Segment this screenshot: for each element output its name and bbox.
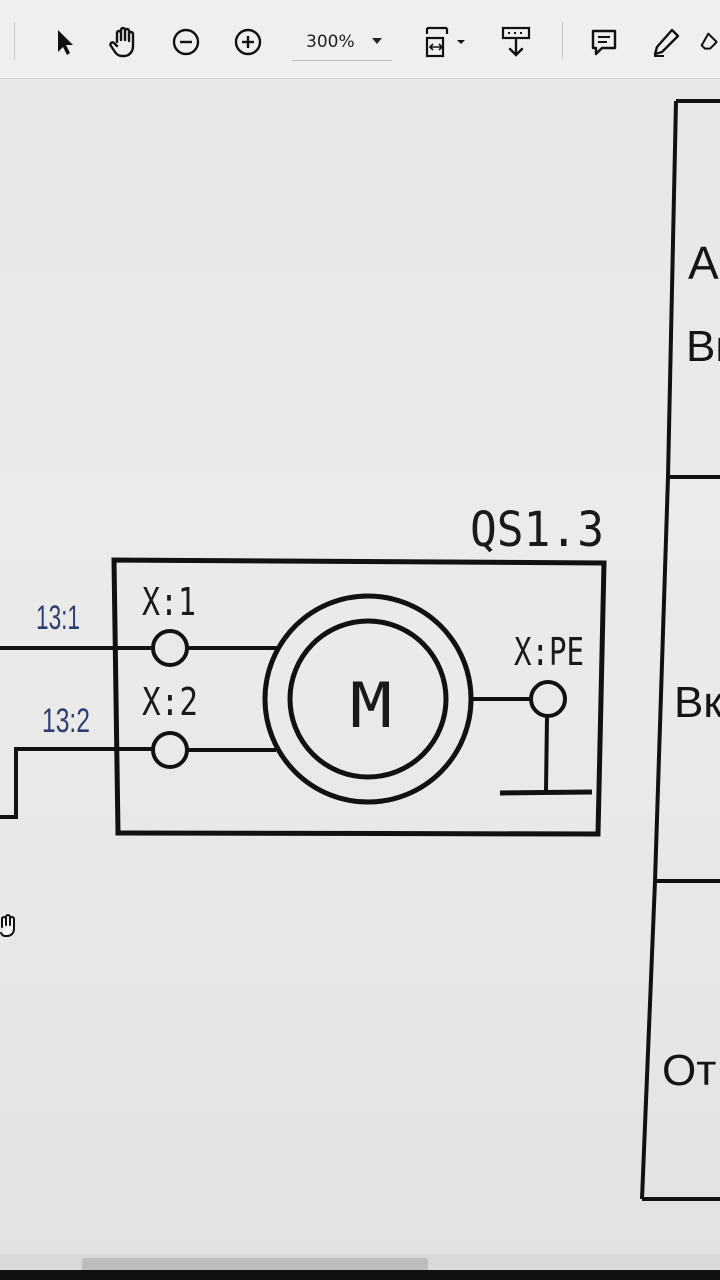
- document-view[interactable]: А Вы Вк От QS1.3 13:1 13:2 X:1 X:2: [0, 79, 720, 1254]
- hand-cursor-icon: [0, 914, 15, 937]
- ground-stem: [544, 715, 549, 792]
- plus-circle-icon: [234, 28, 262, 56]
- hand-tool-button[interactable]: [104, 20, 144, 64]
- terminal-xpe: [529, 680, 567, 718]
- wire-13-2: [0, 747, 152, 819]
- comment-icon: [591, 29, 617, 56]
- side-table-cell-1: А: [688, 237, 719, 289]
- eraser-icon: [700, 32, 718, 50]
- hand-icon: [109, 26, 135, 58]
- pen-icon: [653, 28, 680, 57]
- comment-button[interactable]: [584, 20, 624, 64]
- terminal-label-x1: X:1: [142, 580, 196, 624]
- pointer-arrow-icon: [58, 30, 73, 55]
- zoom-in-button[interactable]: [228, 20, 268, 64]
- highlight-button[interactable]: [646, 20, 686, 64]
- scrollbar-thumb[interactable]: [82, 1258, 428, 1272]
- scroll-mode-button[interactable]: [496, 20, 536, 64]
- screen-bezel: [0, 1270, 720, 1280]
- terminal-x2: [151, 731, 189, 769]
- component-reference: QS1.3: [470, 502, 604, 558]
- zoom-level-dropdown[interactable]: 300%: [292, 24, 392, 61]
- page-fit-icon: [425, 26, 465, 58]
- side-table-cell-2: Вы: [686, 322, 720, 371]
- terminal-label-xpe: X:PE: [514, 630, 584, 674]
- erase-button[interactable]: [700, 20, 720, 64]
- side-table-cell-3: Вк: [674, 678, 720, 727]
- toolbar-divider: [562, 22, 563, 60]
- terminal-x1: [151, 629, 189, 667]
- select-tool-button[interactable]: [44, 20, 84, 64]
- zoom-out-button[interactable]: [166, 20, 206, 64]
- ground-bar: [499, 789, 593, 796]
- wire-label-13-1: 13:1: [36, 599, 80, 637]
- side-table: [640, 99, 720, 1201]
- zoom-level-value: 300%: [306, 32, 355, 52]
- page-fit-button[interactable]: [418, 20, 470, 64]
- schematic-drawing: А Вы Вк От QS1.3 13:1 13:2 X:1 X:2: [0, 99, 720, 1201]
- toolbar-divider: [14, 22, 15, 60]
- side-table-cell-4: От: [662, 1046, 716, 1095]
- pdf-toolbar: 300%: [0, 0, 720, 79]
- component-outline: [111, 557, 607, 837]
- terminal-label-x2: X:2: [142, 680, 198, 724]
- motor-symbol-label: M: [350, 669, 392, 742]
- motor-inner-circle: [287, 618, 449, 780]
- scroll-mode-icon: [501, 26, 531, 57]
- wire-label-13-2: 13:2: [42, 702, 90, 740]
- minus-circle-icon: [172, 28, 200, 56]
- chevron-down-icon: [372, 38, 382, 44]
